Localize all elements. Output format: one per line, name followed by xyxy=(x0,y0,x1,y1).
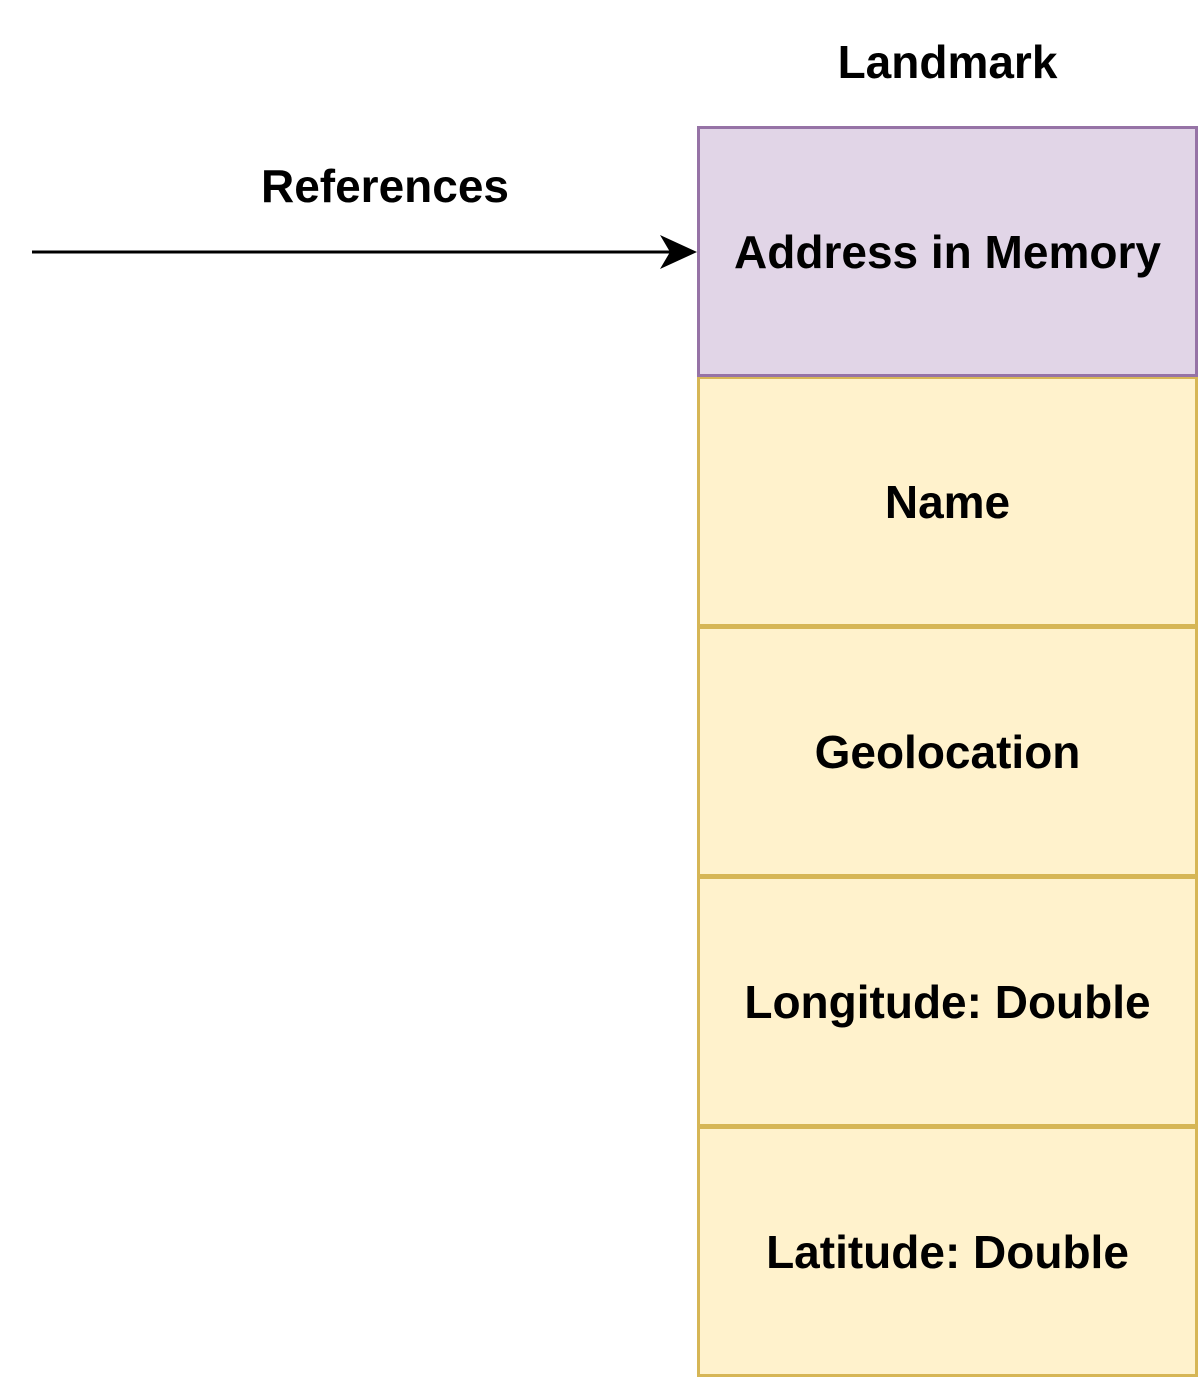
landmark-object: Address in Memory Name Geolocation Longi… xyxy=(697,126,1198,1377)
arrow-head xyxy=(660,235,697,269)
field-geolocation-cell: Geolocation xyxy=(697,626,1198,877)
field-longitude-cell: Longitude: Double xyxy=(697,876,1198,1127)
arrow-label: References xyxy=(260,160,510,212)
memory-address-cell: Address in Memory xyxy=(697,126,1198,377)
field-name-cell: Name xyxy=(697,376,1198,627)
diagram-title: Landmark xyxy=(837,36,1058,88)
field-latitude-cell: Latitude: Double xyxy=(697,1126,1198,1377)
reference-arrow xyxy=(32,235,697,269)
